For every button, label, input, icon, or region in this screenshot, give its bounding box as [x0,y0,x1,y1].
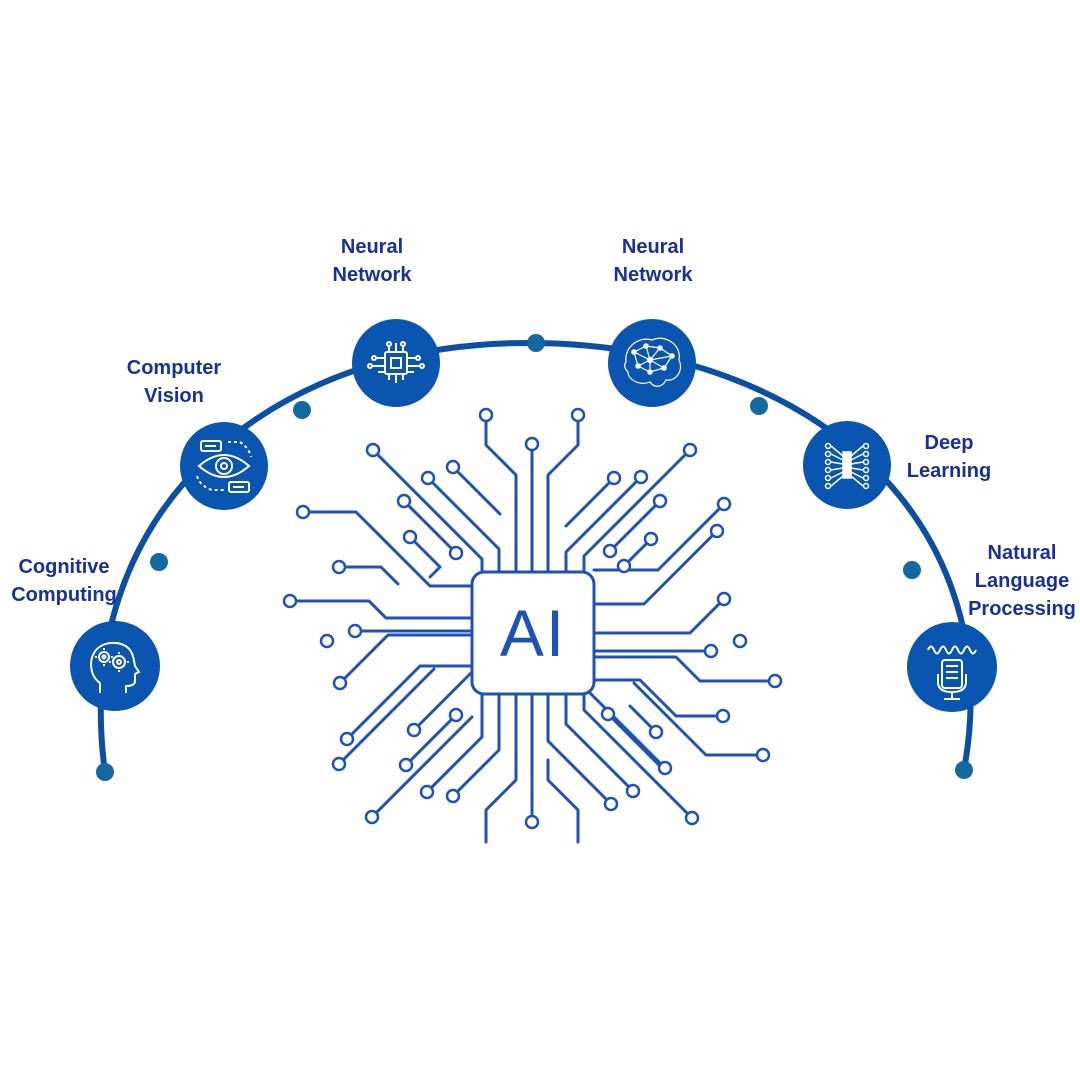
label-line: Neural [621,236,685,258]
label-line: Network [613,264,693,286]
label-line: Neural [340,236,404,258]
label-line: Learning [906,460,992,482]
label-line: Computer [126,357,222,379]
label-line: Natural [987,542,1057,564]
node-deep-learning [803,421,891,509]
label-neural-network-2: Neural Network [593,233,713,289]
eye-icon [196,440,252,493]
arc-dot [750,397,768,415]
arc-dot [527,334,545,352]
node-cognitive-computing [70,621,160,711]
node-neural-network-1 [352,319,440,407]
network-brain-icon [624,337,682,387]
label-line: Language [974,570,1070,592]
label-line: Deep [924,432,974,454]
label-cognitive-computing: Cognitive Computing [4,553,124,609]
label-natural-language-processing: Natural Language Processing [964,539,1080,623]
arc-dot [150,553,168,571]
label-computer-vision: Computer Vision [114,354,234,410]
arc-end-dot-left [96,763,114,781]
label-deep-learning: Deep Learning [889,429,1009,485]
node-natural-language-processing [907,622,997,712]
label-line: Computing [11,584,117,606]
circuit-traces [288,413,777,844]
microphone-waveform-icon [927,645,977,700]
node-neural-network-2 [608,319,696,407]
circuit-terminals [282,407,783,830]
label-line: Cognitive [18,556,110,578]
label-neural-network-1: Neural Network [312,233,432,289]
label-line: Network [332,264,412,286]
label-line: Vision [144,385,204,407]
ai-chip-label: AI [499,596,567,670]
chip-brain-icon [367,341,425,383]
arc-dot [903,561,921,579]
head-gears-icon [90,641,141,693]
node-computer-vision [180,422,268,510]
ai-chip [470,570,596,696]
arc-end-dot-right [955,761,973,779]
layered-network-icon [824,442,870,490]
arc-dot [293,401,311,419]
label-line: Processing [968,598,1076,620]
